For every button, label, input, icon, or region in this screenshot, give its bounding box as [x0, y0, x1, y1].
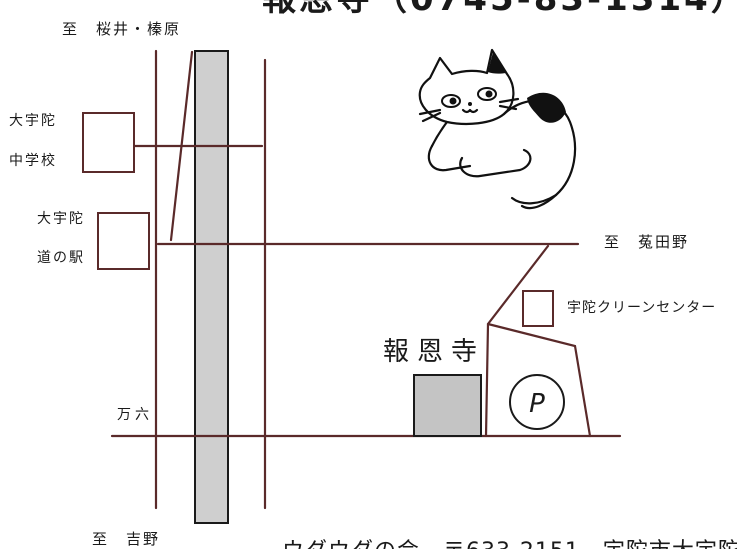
highway-band [194, 50, 229, 524]
temple-building [413, 374, 482, 437]
junior-high-label-line1: 大宇陀 [9, 113, 57, 129]
temple-label: 報恩寺 [383, 337, 485, 367]
intersection-label: 万六 [117, 407, 153, 423]
michinoeki-box [97, 212, 150, 270]
direction-south-label: 至 吉野 [92, 530, 160, 548]
parking-circle [509, 374, 565, 430]
cat-illustration [418, 48, 577, 210]
michinoeki-label-line1: 大宇陀 [37, 211, 85, 227]
temple-grounds-outline [486, 322, 592, 438]
direction-east-label: 至 菟田野 [604, 233, 689, 251]
header-title: 報恩寺（0745-83-1314） [262, 0, 737, 19]
clean-center-label: 宇陀クリーンセンター [567, 300, 716, 316]
michinoeki-label-line2: 道の駅 [37, 250, 85, 266]
clean-center-box [522, 290, 554, 327]
junior-high-box [82, 112, 135, 173]
junior-high-label-line2: 中学校 [9, 152, 57, 169]
direction-north-label: 至 桜井・榛原 [62, 20, 181, 38]
footer-address: ウダウダの会 〒633-2151 宇陀市大宇陀 [282, 539, 737, 549]
parking-label: P [529, 389, 545, 419]
